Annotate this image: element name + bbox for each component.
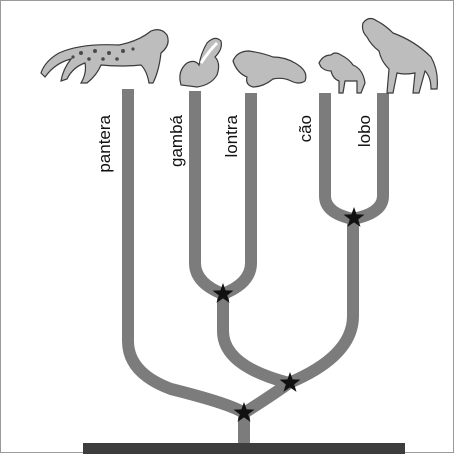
- ground-bar: [83, 443, 405, 454]
- label-gamba: gambá: [167, 114, 186, 167]
- branch-node2-to-node3: [289, 219, 353, 383]
- panther-icon: [41, 30, 168, 83]
- wolf-icon: [363, 18, 438, 93]
- branch-root-to-node2: [244, 383, 289, 413]
- label-lontra: lontra: [222, 114, 241, 157]
- otter-icon: [233, 51, 306, 87]
- label-pantera: pantera: [95, 114, 114, 172]
- skunk-icon: [180, 38, 222, 87]
- label-lobo: lobo: [355, 115, 374, 147]
- dog-icon: [319, 53, 365, 93]
- branch-node2-to-node1: [223, 294, 289, 383]
- branch-cao-lobo: [325, 93, 383, 219]
- label-cao: cão: [296, 115, 315, 142]
